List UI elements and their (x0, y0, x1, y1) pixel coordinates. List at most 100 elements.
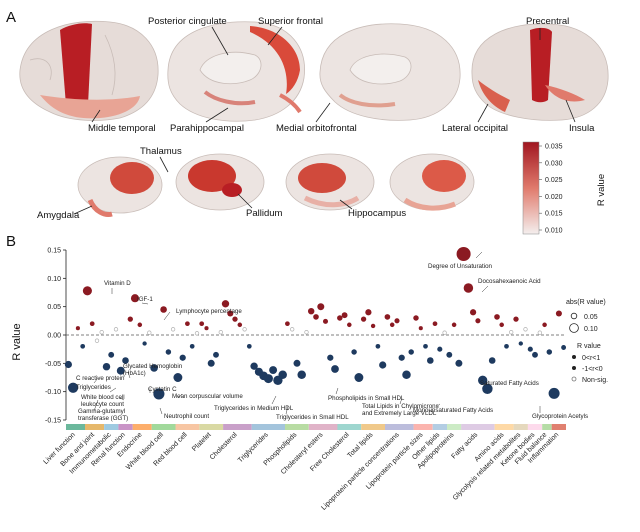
data-point (99, 330, 104, 335)
legend: abs(R value) 0.05 0.10 R value 0<r<1 -1<… (566, 299, 608, 384)
data-point (317, 303, 325, 311)
category-bar-segment (385, 424, 414, 430)
brain-label: Medial orbitofrontal (276, 123, 357, 134)
data-point (394, 318, 400, 324)
colorbar-tick-label: 0.020 (545, 194, 563, 201)
data-point (527, 346, 533, 352)
brain-medial-left (167, 21, 305, 122)
category-label: Liver function (43, 431, 77, 465)
data-point (185, 321, 190, 327)
data-point (130, 294, 140, 303)
data-point (308, 308, 315, 315)
y-axis-label: R value (11, 323, 23, 360)
y-tick-label: 0.00 (47, 333, 61, 340)
data-point (207, 359, 215, 367)
data-point (108, 351, 115, 358)
brain-label-leader (339, 199, 353, 210)
annotation-leader (93, 399, 99, 412)
annotation-label: C reactive protein (76, 375, 125, 382)
data-point (221, 300, 230, 308)
annotation-label: Saturated Fatty Acids (480, 380, 539, 387)
data-point (285, 321, 290, 327)
data-point (423, 343, 428, 349)
data-point (127, 316, 133, 322)
data-point (89, 321, 95, 327)
annotation-label: Neutrophil count (164, 413, 209, 420)
data-point (80, 343, 86, 349)
category-bar-segment (542, 424, 552, 430)
category-bar-segment (494, 424, 514, 430)
category-bar-segment (151, 424, 176, 430)
category-bar-segment (337, 424, 362, 430)
annotation-label: Vitamin D (104, 280, 131, 287)
scatter-plot: 0.150.100.050.00-0.05-0.10-0.15 (45, 246, 567, 425)
data-point (546, 349, 553, 355)
colorbar-tick-label: 0.015 (545, 211, 563, 218)
category-bar-segment (104, 424, 119, 430)
data-point (67, 382, 79, 393)
data-point (555, 310, 562, 317)
data-point (232, 316, 238, 322)
annotation-leader (399, 397, 403, 405)
brain-label: Lateral occipital (442, 123, 508, 134)
annotation-leader (475, 251, 483, 259)
y-tick-label: -0.10 (45, 389, 61, 396)
category-bar-segment (432, 424, 447, 430)
data-point (150, 364, 158, 372)
brain-label-leader (73, 205, 93, 215)
data-point (463, 283, 474, 293)
category-bar (66, 424, 566, 430)
data-point (116, 366, 125, 375)
brain-label: Parahippocampal (170, 123, 244, 134)
data-point (351, 349, 357, 355)
y-tick-label: 0.15 (47, 248, 61, 255)
brain-label-leader (205, 107, 229, 123)
data-point (242, 327, 247, 332)
annotation-leader (177, 393, 183, 399)
brain-label-leader (91, 109, 101, 123)
data-point (218, 330, 223, 335)
category-bar-segment (361, 424, 385, 430)
data-point (170, 327, 176, 332)
data-point (160, 306, 167, 313)
data-point (304, 330, 309, 335)
data-point (189, 343, 195, 349)
category-label: Glycolysis related metabolites (452, 431, 523, 502)
category-bar-segment (66, 424, 85, 430)
annotation-leader (93, 377, 99, 384)
data-point (370, 323, 376, 329)
data-point (179, 354, 186, 361)
subcortical-2 (175, 153, 265, 211)
data-point (165, 349, 172, 355)
data-point (337, 315, 343, 321)
data-point (523, 327, 528, 332)
category-bar-segment (447, 424, 462, 430)
annotation-leader (483, 381, 489, 387)
data-point (426, 357, 434, 364)
data-point (413, 315, 419, 321)
data-point (432, 321, 438, 327)
category-bar-segment (85, 424, 104, 430)
data-point (227, 310, 234, 317)
category-label: Cholesterol (209, 431, 239, 461)
category-bar-segment (461, 424, 495, 430)
y-tick-label: -0.05 (45, 361, 61, 368)
legend-color-nonsig (571, 376, 577, 382)
brain-label-leader (267, 26, 283, 46)
colorbar-tick-label: 0.030 (545, 160, 563, 167)
brain-label-leader (159, 156, 169, 173)
annotation-leader (119, 397, 125, 401)
panel-a-label: A (6, 9, 16, 26)
data-point (354, 373, 364, 382)
data-point (408, 349, 414, 355)
legend-size-label-1: 0.05 (584, 314, 598, 321)
data-point (482, 383, 493, 395)
data-point (269, 366, 278, 375)
colorbar-tick-label: 0.035 (545, 144, 563, 151)
